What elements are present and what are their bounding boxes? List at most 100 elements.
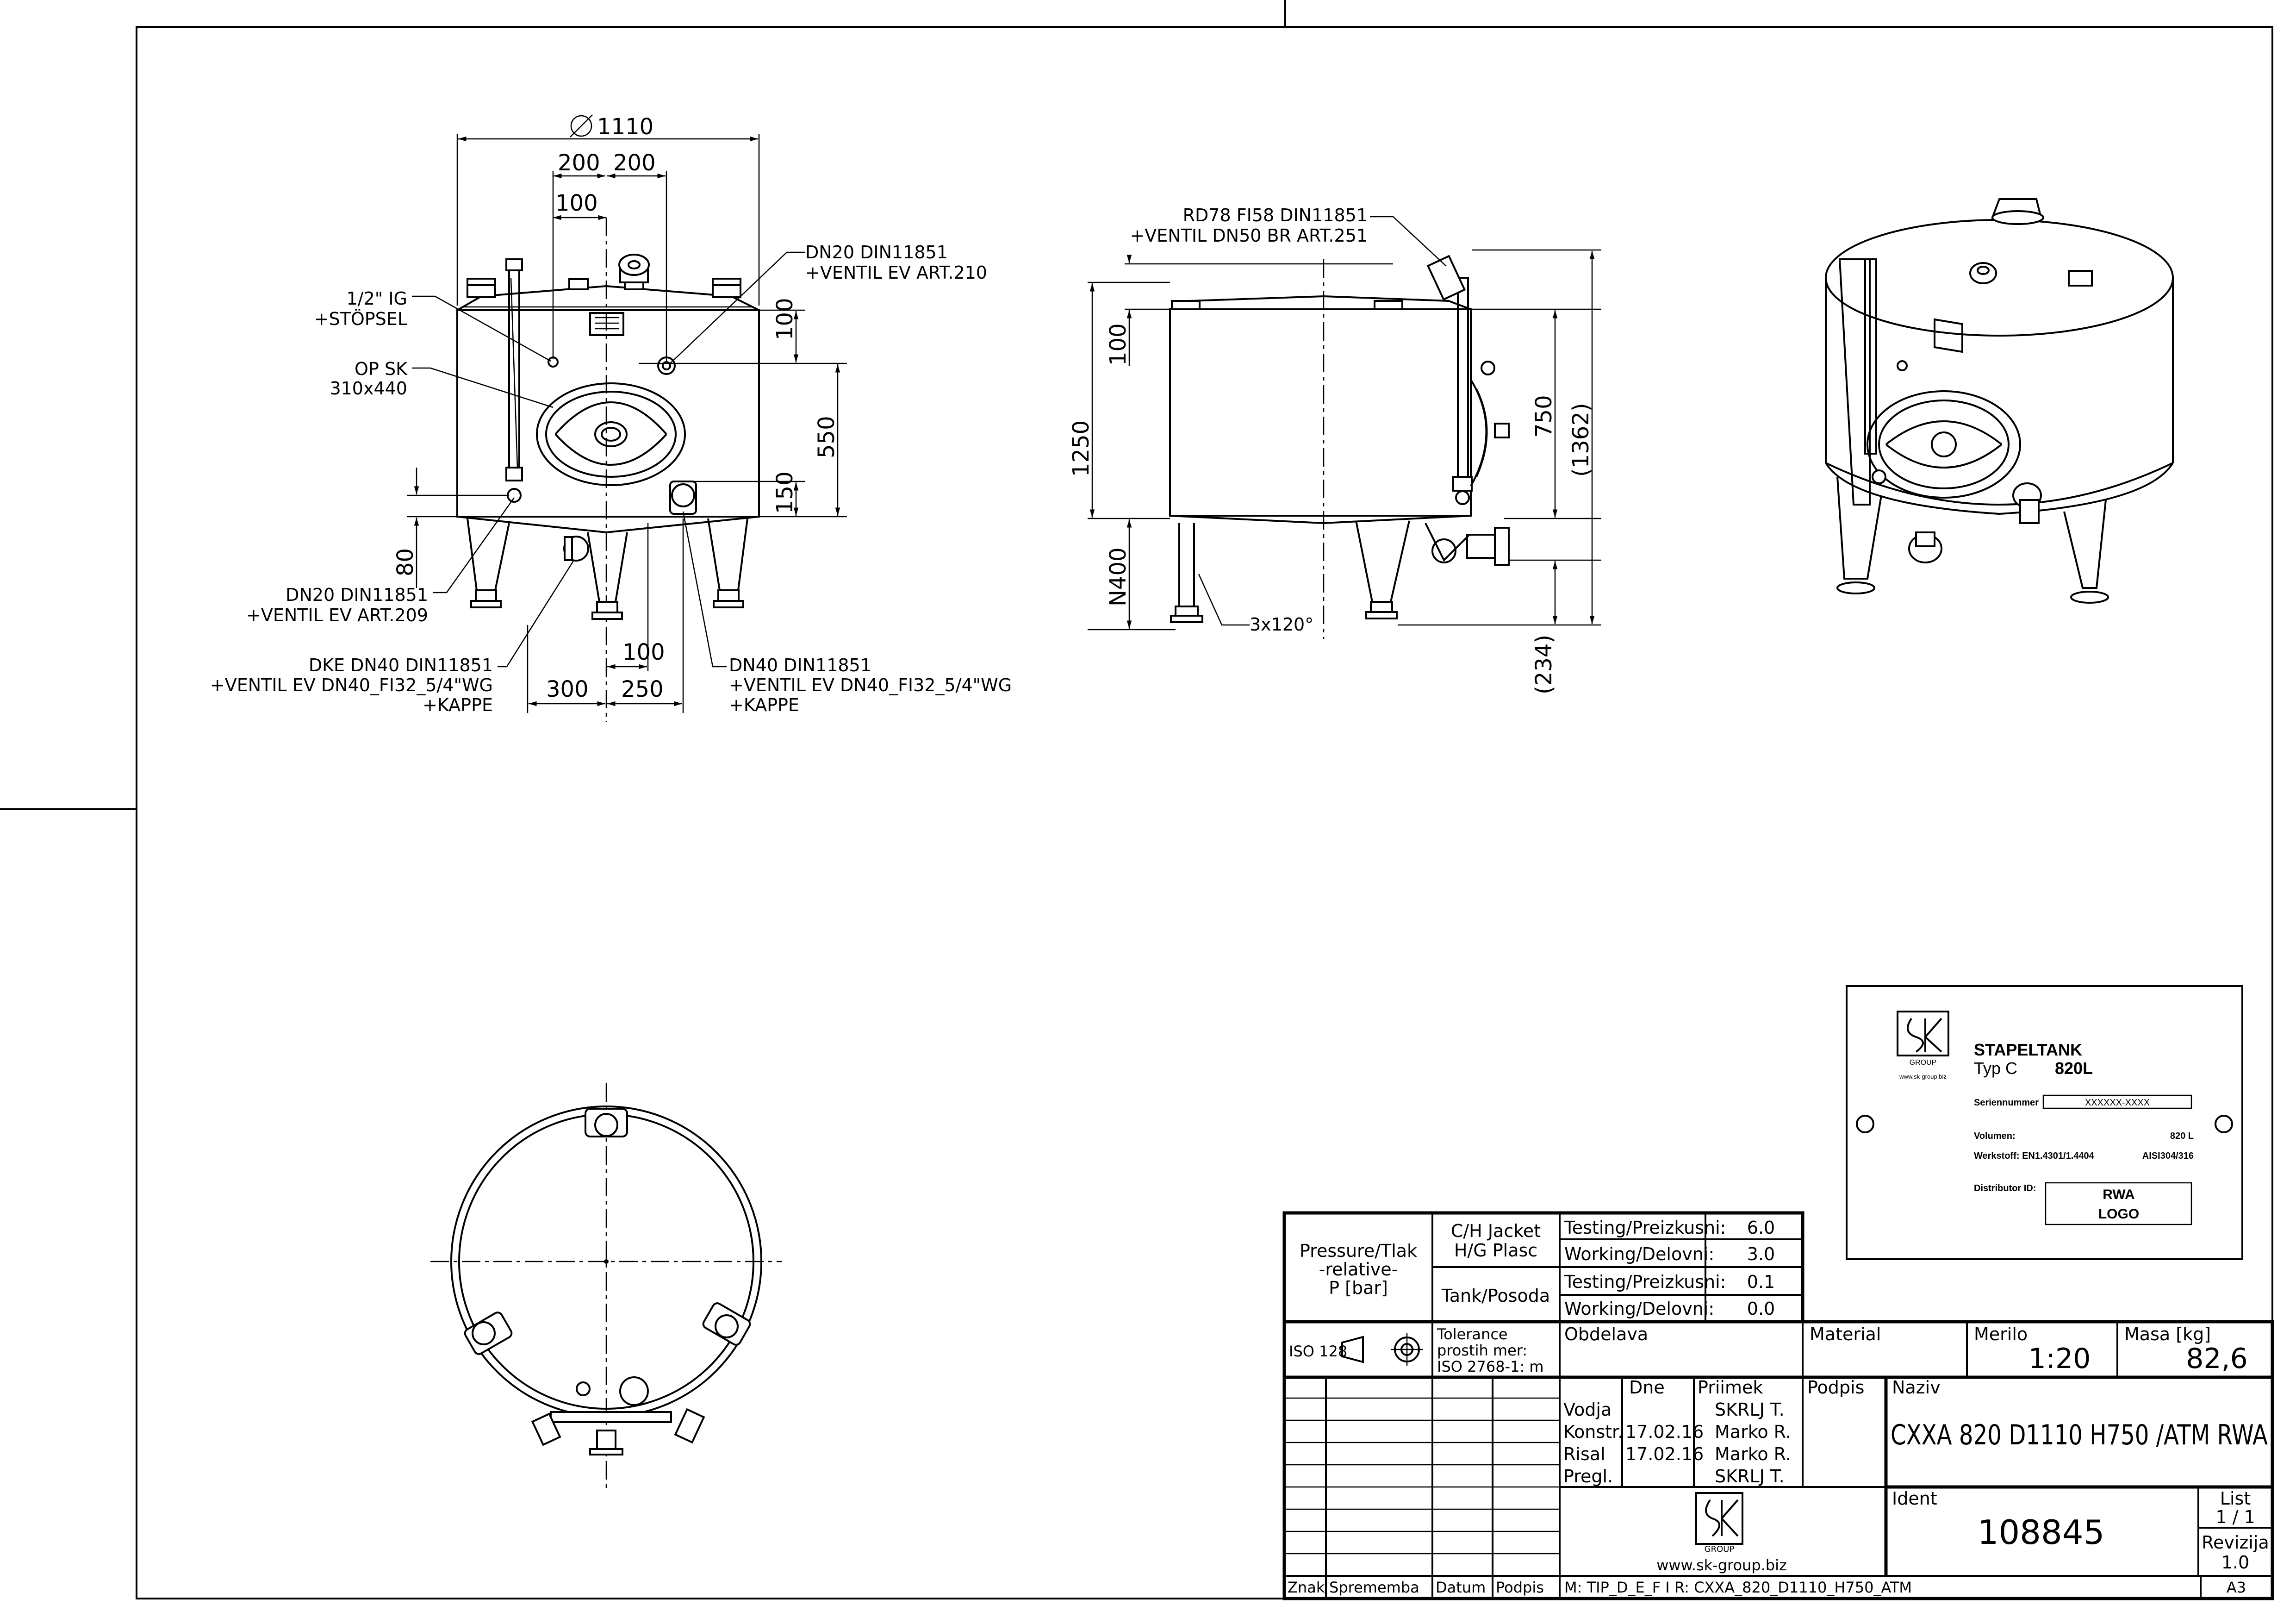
jacket-working-value: 3.0 <box>1747 1244 1775 1264</box>
list-value: 1 / 1 <box>2215 1507 2255 1527</box>
obdelava-label: Obdelava <box>1564 1324 1648 1344</box>
title-website: www.sk-group.biz <box>1656 1556 1787 1574</box>
naziv-label: Naziv <box>1892 1377 1941 1398</box>
dim-side-234: (234) <box>1531 635 1557 694</box>
mass-label: Masa [kg] <box>2124 1324 2211 1344</box>
dim-top-100: 100 <box>555 190 598 216</box>
dim-side-100: 100 <box>1105 323 1131 366</box>
iso-standard: ISO 128 <box>1289 1343 1347 1360</box>
jacket-l1: C/H Jacket <box>1451 1221 1541 1241</box>
row-risal-date: 17.02.16 <box>1625 1444 1704 1464</box>
plate-logo-url: www.sk-group.biz <box>1899 1073 1947 1080</box>
dim-side-n400: N400 <box>1105 547 1131 606</box>
footer-podpis: Podpis <box>1496 1579 1544 1596</box>
col-priimek: Priimek <box>1698 1377 1763 1398</box>
plate-volume-value: 820 L <box>2170 1131 2194 1141</box>
callout-dke-l2: +VENTIL EV DN40_FI32_5/4"WG <box>210 675 493 695</box>
callout-rd78-l2: +VENTIL DN50 BR ART.251 <box>1130 225 1368 246</box>
callout-dke-l1: DKE DN40 DIN11851 <box>309 655 493 675</box>
row-risal-name: Marko R. <box>1715 1444 1791 1464</box>
callout-manhole-l2: 310x440 <box>330 378 407 399</box>
isometric-view <box>1825 198 2174 604</box>
jacket-l2: H/G Plasc <box>1454 1240 1537 1261</box>
row-konstr-name: Marko R. <box>1715 1422 1791 1442</box>
row-pregl-name: SKRLJ T. <box>1715 1466 1785 1487</box>
row-risal-role: Risal <box>1563 1444 1605 1464</box>
callout-rd78-l1: RD78 FI58 DIN11851 <box>1183 205 1368 225</box>
revision-value: 1.0 <box>2221 1552 2249 1573</box>
plate-material-value: AISI304/316 <box>2142 1151 2194 1161</box>
dim-side-angle: 3x120° <box>1250 614 1313 635</box>
dim-side-1362: (1362) <box>1568 403 1594 477</box>
row-konstr-role: Konstr. <box>1563 1422 1623 1442</box>
callout-valve210-l2: +VENTIL EV ART.210 <box>805 262 987 283</box>
jacket-testing-value: 6.0 <box>1747 1218 1775 1238</box>
callout-dn40-l2: +VENTIL EV DN40_FI32_5/4"WG <box>729 675 1012 695</box>
tank-testing-value: 0.1 <box>1747 1272 1775 1292</box>
plate-serial-value: XXXXXX-XXXX <box>2085 1098 2150 1108</box>
footer-sprememba: Sprememba <box>1329 1579 1419 1596</box>
nameplate: GROUP www.sk-group.biz STAPELTANK Typ C … <box>1846 985 2243 1260</box>
dim-bottom-300: 300 <box>546 676 589 702</box>
dim-top-left: 200 <box>558 150 600 176</box>
callout-valve209-l2: +VENTIL EV ART.209 <box>246 605 428 625</box>
dim-bottom-100: 100 <box>622 639 665 665</box>
callout-valve210-l1: DN20 DIN11851 <box>805 242 948 262</box>
plate-distributor-label: Distributor ID: <box>1974 1183 2036 1193</box>
plate-distributor-l2: LOGO <box>2098 1206 2139 1222</box>
dim-right-150: 150 <box>772 471 798 514</box>
ident-label: Ident <box>1892 1488 1937 1509</box>
jacket-working-label: Working/Delovni: <box>1564 1244 1714 1264</box>
revision-label: Revizija <box>2202 1532 2269 1553</box>
dim-right-550: 550 <box>814 416 840 458</box>
dim-right-100: 100 <box>772 298 798 340</box>
callout-manhole-l1: OP SK <box>355 359 408 379</box>
footer-datum: Datum <box>1436 1579 1486 1596</box>
plate-volume-label: Volumen: <box>1974 1131 2016 1141</box>
row-vodja-name: SKRLJ T. <box>1715 1399 1785 1420</box>
material-label: Material <box>1810 1324 1881 1344</box>
dim-diameter: 1110 <box>597 114 653 140</box>
side-view-dimensions: 100 1250 N400 750 (1362) (234) 3x120° RD… <box>1068 205 1601 694</box>
side-view <box>1169 255 1510 639</box>
tolerance-l1: Tolerance <box>1437 1325 1508 1343</box>
plate-title: STAPELTANK <box>1974 1040 2082 1059</box>
drawing-frame <box>0 0 2273 1599</box>
sheet-format: A3 <box>2227 1579 2246 1596</box>
plate-type-label: Typ C <box>1974 1059 2017 1078</box>
dim-side-1250: 1250 <box>1068 420 1094 477</box>
top-view <box>430 1083 782 1491</box>
list-label: List <box>2220 1488 2251 1509</box>
footer-znak: Znak <box>1288 1579 1325 1596</box>
jacket-testing-label: Testing/Preizkusni: <box>1564 1218 1726 1238</box>
tank-label: Tank/Posoda <box>1441 1286 1550 1306</box>
file-path: M: TIP_D_E_F I R: CXXA_820_D1110_H750_AT… <box>1564 1579 1912 1596</box>
tank-working-value: 0.0 <box>1747 1299 1775 1319</box>
callout-ig-l1: 1/2" IG <box>347 288 407 309</box>
pressure-l3: P [bar] <box>1329 1278 1388 1298</box>
tank-working-label: Working/Delovni: <box>1564 1299 1714 1319</box>
dim-top-right: 200 <box>613 150 656 176</box>
plate-logo-group: GROUP <box>1910 1059 1937 1067</box>
mass-value: 82,6 <box>2186 1343 2248 1375</box>
col-podpis: Podpis <box>1807 1377 1864 1398</box>
scale-value: 1:20 <box>2028 1343 2091 1375</box>
plate-type-value: 820L <box>2055 1059 2093 1078</box>
tank-testing-label: Testing/Preizkusni: <box>1564 1272 1726 1292</box>
tolerance-l2: prostih mer: <box>1437 1342 1527 1359</box>
row-pregl-role: Pregl. <box>1563 1466 1613 1487</box>
pressure-l1: Pressure/Tlak <box>1300 1241 1417 1261</box>
callout-dn40-l1: DN40 DIN11851 <box>729 655 871 675</box>
callout-dn40-l3: +KAPPE <box>729 695 799 715</box>
dim-bottom-250: 250 <box>621 676 664 702</box>
title-logo-group: GROUP <box>1705 1544 1735 1554</box>
ident-value: 108845 <box>1978 1513 2105 1552</box>
plate-serial-label: Seriennummer <box>1974 1098 2039 1108</box>
col-dne: Dne <box>1629 1377 1665 1398</box>
front-view <box>456 218 760 722</box>
row-konstr-date: 17.02.16 <box>1625 1422 1704 1442</box>
dim-side-750: 750 <box>1531 395 1557 437</box>
callout-valve209-l1: DN20 DIN11851 <box>286 585 428 605</box>
front-view-callouts: 1/2" IG +STÖPSEL OP SK 310x440 DN20 DIN1… <box>210 242 1012 715</box>
